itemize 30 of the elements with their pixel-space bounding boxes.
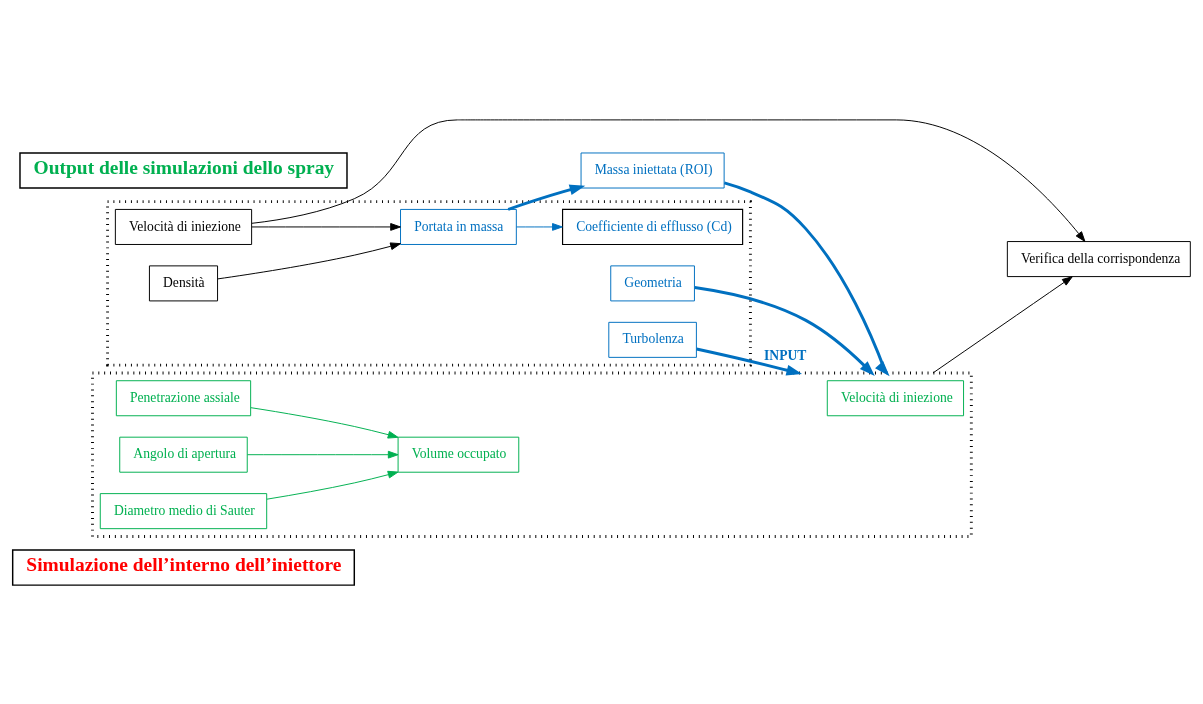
- node-box: Simulazione dell’interno dell’iniettore: [11, 548, 356, 586]
- node-box: Massa iniettata (ROI): [580, 152, 725, 188]
- arrow: [516, 222, 563, 231]
- arrow: [932, 275, 1073, 373]
- node-box: Penetrazione assiale: [115, 379, 252, 416]
- cluster: [91, 371, 973, 538]
- node-box: Diametro medio di Sauter: [99, 492, 268, 529]
- edge-label: INPUT: [764, 347, 807, 363]
- arrow: [723, 181, 890, 376]
- node-box: Angolo di apertura: [119, 436, 248, 473]
- node-box: Verifica della corrispondenza: [1006, 240, 1191, 277]
- arrow: [217, 241, 401, 279]
- arrow: [250, 406, 399, 439]
- node-box: Turbolenza: [608, 321, 697, 358]
- arrow: [696, 347, 803, 375]
- node-box: Volume occupato: [397, 436, 520, 473]
- node-box: Velocità di iniezione: [826, 379, 965, 416]
- arrow: [507, 183, 586, 211]
- node-box: Coefficiente di efflusso (Cd): [562, 208, 744, 245]
- arrow: [246, 450, 399, 459]
- arrow: [251, 222, 401, 231]
- cluster: [106, 199, 752, 367]
- node-box: Portata in massa: [400, 208, 517, 245]
- node-box: Densità: [148, 264, 219, 301]
- arrow: [266, 470, 399, 500]
- arrow: [251, 118, 1086, 242]
- arrow: [694, 285, 875, 376]
- node-box: Geometria: [610, 264, 695, 301]
- node-box: Output delle simulazioni dello spray: [19, 151, 348, 189]
- node-box: Velocità di iniezione: [114, 208, 253, 245]
